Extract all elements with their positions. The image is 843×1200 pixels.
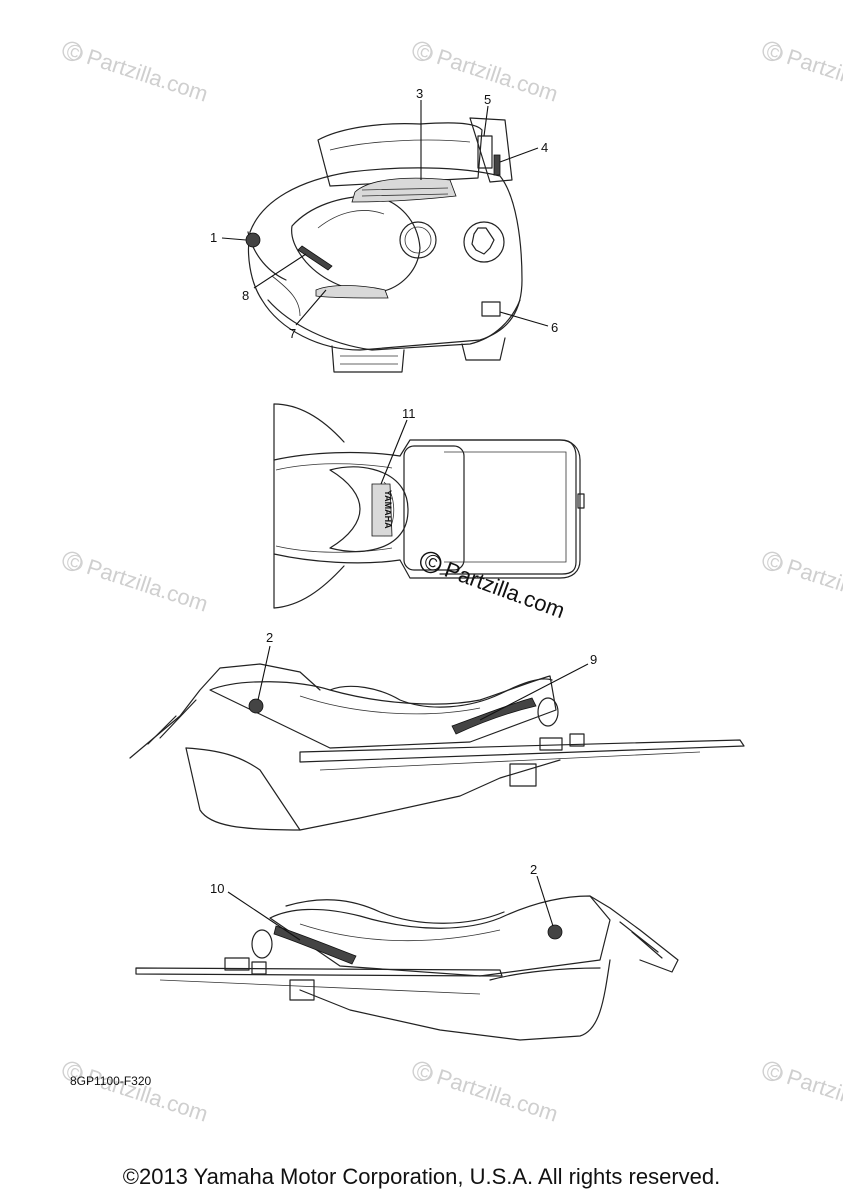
watermark: © Partzilla.com: [762, 1058, 843, 1127]
callout-number: 10: [210, 881, 224, 896]
svg-text:©: ©: [763, 1058, 786, 1087]
parts-diagram: © Partzilla.com © Partzilla.com © Partzi…: [62, 38, 843, 1127]
callout-number: 3: [416, 86, 423, 101]
svg-text:©: ©: [63, 1058, 86, 1087]
svg-text:Partzilla.com: Partzilla.com: [434, 44, 561, 107]
front-view: 3 5 4 1 8 7 6: [210, 86, 558, 373]
svg-text:©: ©: [763, 548, 786, 577]
top-view: YAMAHA 11: [273, 403, 585, 609]
svg-text:©: ©: [763, 38, 786, 67]
watermark: © Partzilla.com: [62, 1058, 211, 1127]
svg-text:Partzilla.com: Partzilla.com: [784, 554, 843, 617]
svg-text:Partzilla.com: Partzilla.com: [434, 1064, 561, 1127]
svg-text:©: ©: [413, 1058, 436, 1087]
central-watermark: © Partzilla.com: [420, 548, 568, 624]
callout-number: 5: [484, 92, 491, 107]
svg-text:©: ©: [413, 38, 436, 67]
svg-text:Partzilla.com: Partzilla.com: [84, 554, 211, 617]
yamaha-decal-text: YAMAHA: [383, 490, 393, 529]
watermark: © Partzilla.com: [62, 38, 211, 107]
callout-number: 2: [266, 630, 273, 645]
watermark: © Partzilla.com: [762, 38, 843, 107]
watermark: © Partzilla.com: [762, 548, 843, 617]
callout-number: 8: [242, 288, 249, 303]
callout-number: 11: [402, 406, 416, 421]
svg-text:©: ©: [421, 548, 445, 577]
watermark: © Partzilla.com: [62, 548, 211, 617]
callout-number: 1: [210, 230, 217, 245]
callout-number: 6: [551, 320, 558, 335]
side-left-view: 2 9: [129, 630, 745, 831]
diagram-code: 8GP1100-F320: [70, 1074, 152, 1088]
callout-number: 9: [590, 652, 597, 667]
svg-text:©: ©: [63, 548, 86, 577]
callout-number: 4: [541, 140, 548, 155]
callout-number: 7: [289, 326, 296, 341]
svg-text:Partzilla.com: Partzilla.com: [784, 1064, 843, 1127]
copyright-notice: ©2013 Yamaha Motor Corporation, U.S.A. A…: [122, 1164, 721, 1189]
callout-number: 2: [530, 862, 537, 877]
svg-text:Partzilla.com: Partzilla.com: [84, 44, 211, 107]
side-right-view: 10 2: [135, 862, 679, 1041]
svg-text:Partzilla.com: Partzilla.com: [784, 44, 843, 107]
watermark: © Partzilla.com: [412, 1058, 561, 1127]
svg-text:©: ©: [63, 38, 86, 67]
svg-text:Partzilla.com: Partzilla.com: [441, 557, 568, 624]
